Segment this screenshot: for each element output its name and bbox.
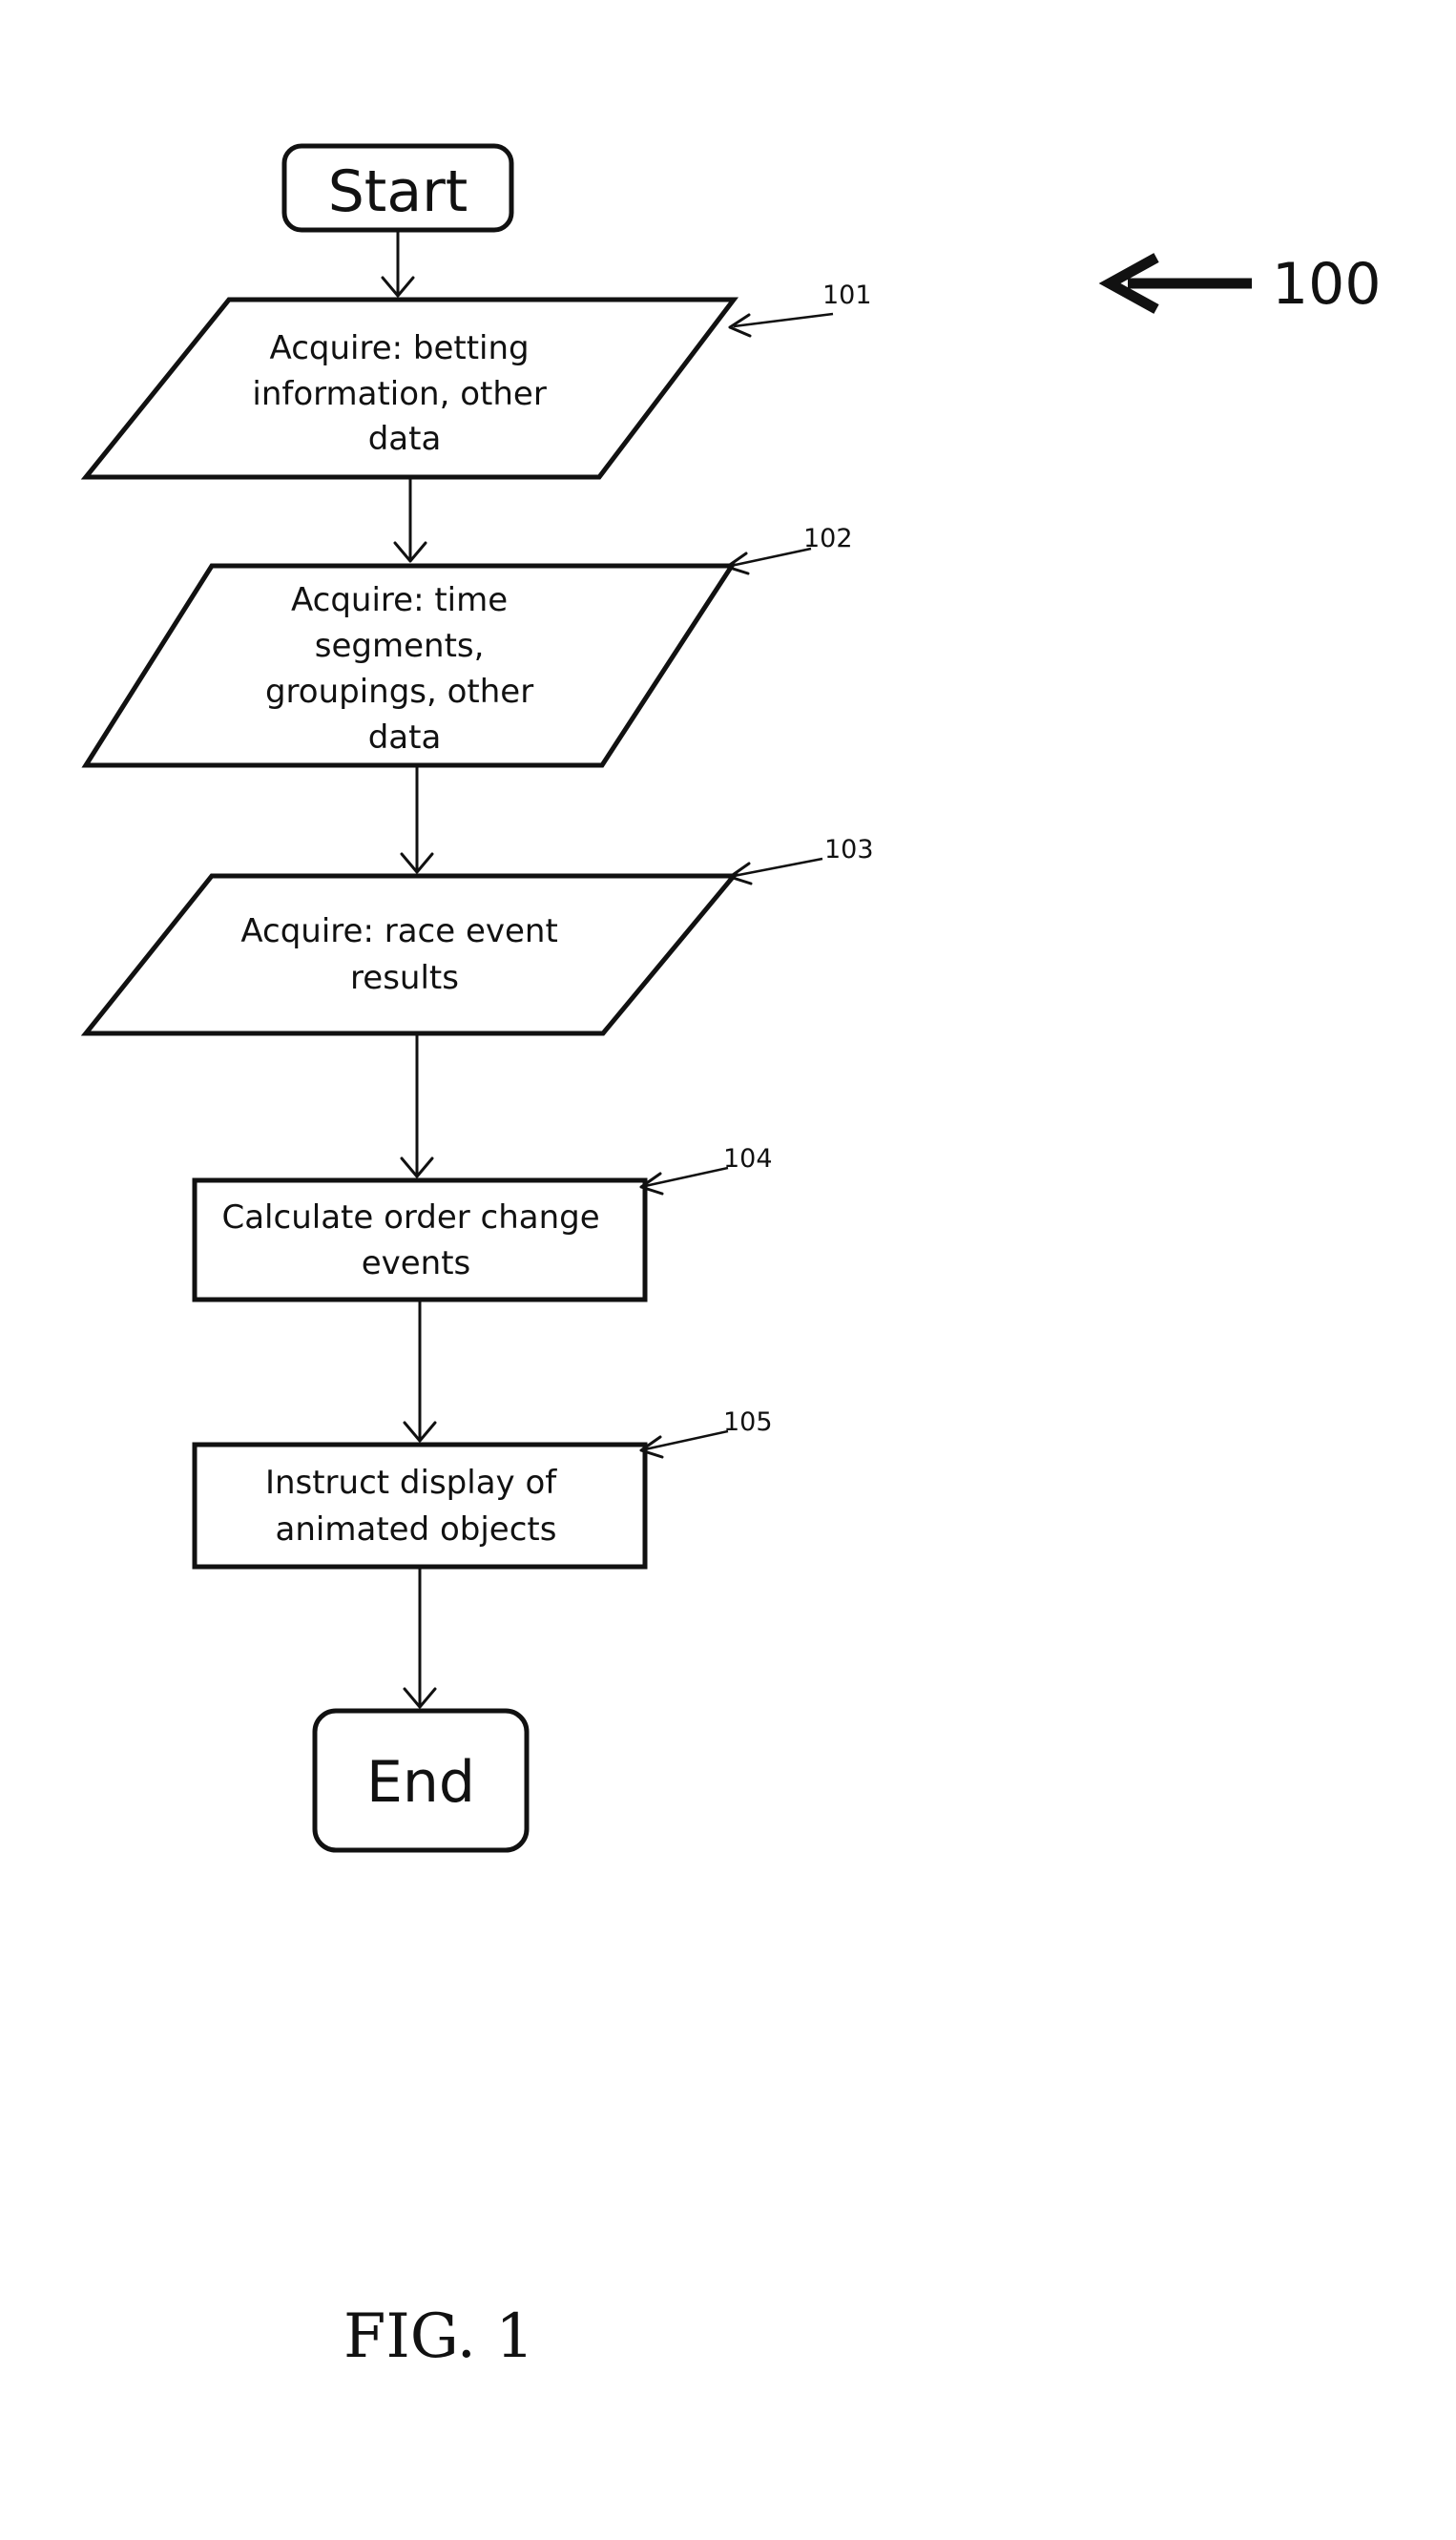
step-105-line-1: Instruct display of bbox=[265, 1464, 557, 1502]
step-103-leader-line bbox=[734, 859, 822, 876]
step-102-line-4: data bbox=[368, 718, 442, 757]
start-terminal: Start bbox=[284, 146, 511, 230]
step-105-instruct-display: Instruct display of animated objects 105 bbox=[195, 1407, 773, 1567]
step-104-line-2: events bbox=[362, 1244, 471, 1282]
start-label: Start bbox=[328, 158, 468, 225]
step-101-line-3: data bbox=[368, 420, 442, 458]
step-103-line-2: results bbox=[350, 959, 459, 997]
step-102-line-3: groupings, other bbox=[265, 673, 533, 711]
edge-start-101 bbox=[383, 230, 413, 296]
step-102-line-1: Acquire: time bbox=[291, 581, 508, 619]
step-103-parallelogram bbox=[86, 876, 734, 1033]
step-102-line-2: segments, bbox=[315, 627, 485, 665]
step-101-line-1: Acquire: betting bbox=[270, 329, 530, 367]
step-103-ref: 103 bbox=[824, 835, 874, 864]
step-101-line-2: information, other bbox=[252, 375, 546, 413]
step-102-ref: 102 bbox=[803, 524, 853, 553]
step-104-ref: 104 bbox=[723, 1144, 773, 1174]
figure-caption: FIG. 1 bbox=[343, 2301, 534, 2372]
step-103-line-1: Acquire: race event bbox=[240, 912, 557, 950]
figure-reference-label: 100 bbox=[1272, 251, 1382, 318]
edge-101-102 bbox=[395, 477, 426, 561]
step-102-acquire-time-segments: Acquire: time segments, groupings, other… bbox=[86, 524, 853, 765]
edge-102-103 bbox=[402, 765, 432, 872]
step-105-ref: 105 bbox=[723, 1407, 773, 1437]
end-label: End bbox=[366, 1749, 475, 1816]
end-terminal: End bbox=[315, 1711, 527, 1850]
figure-reference-100: 100 bbox=[1110, 251, 1382, 318]
step-105-line-2: animated objects bbox=[276, 1510, 557, 1549]
step-104-line-1: Calculate order change bbox=[221, 1198, 599, 1237]
step-104-calculate-order-change-events: Calculate order change events 104 bbox=[195, 1144, 773, 1300]
step-101-ref: 101 bbox=[822, 281, 872, 310]
edge-103-104 bbox=[402, 1033, 432, 1176]
edge-104-105 bbox=[405, 1300, 435, 1441]
step-101-acquire-betting-information: Acquire: betting information, other data… bbox=[86, 281, 872, 477]
edge-105-end bbox=[405, 1567, 435, 1707]
step-103-acquire-race-event-results: Acquire: race event results 103 bbox=[86, 835, 874, 1033]
